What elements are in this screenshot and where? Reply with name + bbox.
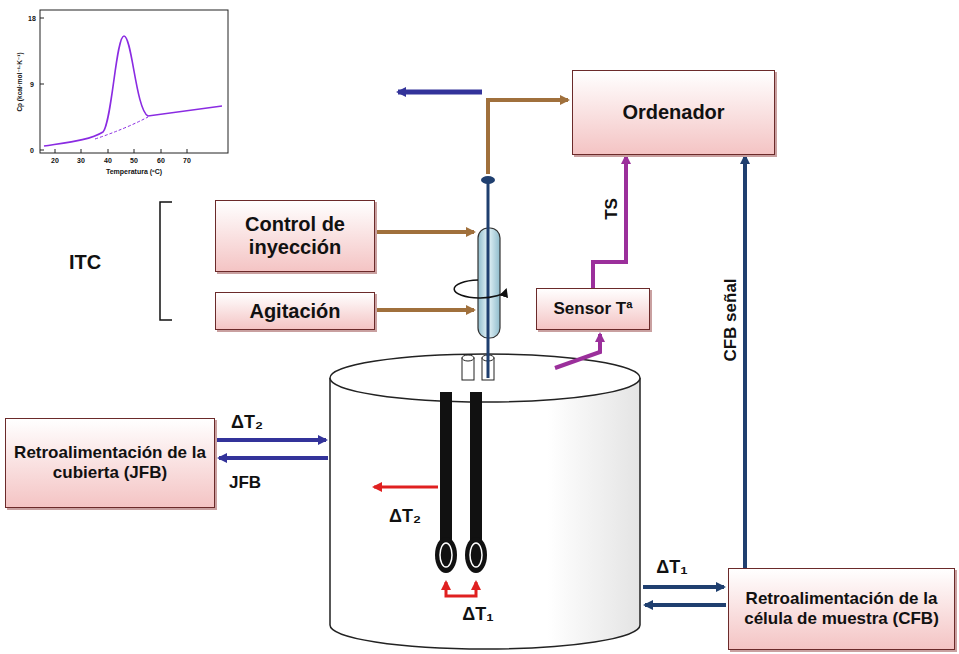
control-arrow <box>376 308 474 312</box>
signal-label: ΔT₂ <box>231 413 263 431</box>
axis-label: 30 <box>77 157 85 164</box>
data-wire <box>488 100 568 174</box>
axis-label: 20 <box>51 157 59 164</box>
box-label: Control de inyección <box>220 213 370 259</box>
signal-label: JFB <box>229 474 261 491</box>
signal-label: ΔT₁ <box>656 558 687 576</box>
axis-label: 0 <box>30 147 34 154</box>
box-label: Ordenador <box>622 101 724 124</box>
signal-label: ΔT₁ <box>462 605 493 623</box>
sensor-lead <box>555 334 600 368</box>
feedback-arrow <box>217 438 326 442</box>
process-box: Retroalimentación de la célula de muestr… <box>728 568 955 650</box>
plot-frame <box>40 10 228 153</box>
axis-label: 18 <box>28 15 36 22</box>
itc-bracket <box>160 202 172 320</box>
feedback-arrow <box>219 456 328 460</box>
calorimeter-cell <box>330 354 640 649</box>
axis-label: Cp (kcal·mol⁻¹·K⁻¹) <box>17 52 24 111</box>
axis-label: 50 <box>130 157 138 164</box>
process-box: Ordenador <box>572 70 775 155</box>
edge-label: TS <box>601 196 620 222</box>
heat-arrow <box>374 486 438 489</box>
axis-label: 9 <box>30 81 34 88</box>
process-box: Retroalimentación de la cubierta (JFB) <box>5 418 215 508</box>
signal-connector <box>593 156 626 288</box>
feedback-arrow <box>643 585 724 589</box>
box-label: Sensor Tª <box>553 299 632 319</box>
process-box: Control de inyección <box>215 200 375 272</box>
process-box: Agitación <box>215 292 375 330</box>
control-arrow <box>376 230 474 234</box>
axis-label: 70 <box>183 157 191 164</box>
axis-label: 60 <box>157 157 165 164</box>
feedback-arrow <box>645 603 726 607</box>
thermogram-plot <box>40 10 228 153</box>
cp-curve <box>44 36 222 146</box>
box-label: Agitación <box>249 300 340 323</box>
signal-label: ΔT₂ <box>389 507 421 525</box>
signal-label: ITC <box>69 252 101 272</box>
edge-label: CFB señal <box>720 276 739 363</box>
box-label: Retroalimentación de la cubierta (JFB) <box>10 443 210 482</box>
process-box: Sensor Tª <box>536 288 650 330</box>
baseline-curve <box>95 117 148 139</box>
axis-label: Temperatura (ºC) <box>106 168 162 175</box>
output-arrow <box>398 90 482 95</box>
axis-label: 40 <box>104 157 112 164</box>
signal-connector <box>743 156 747 568</box>
box-label: Retroalimentación de la célula de muestr… <box>733 589 950 628</box>
heat-arrow <box>446 582 476 596</box>
injection-syringe <box>454 176 506 378</box>
